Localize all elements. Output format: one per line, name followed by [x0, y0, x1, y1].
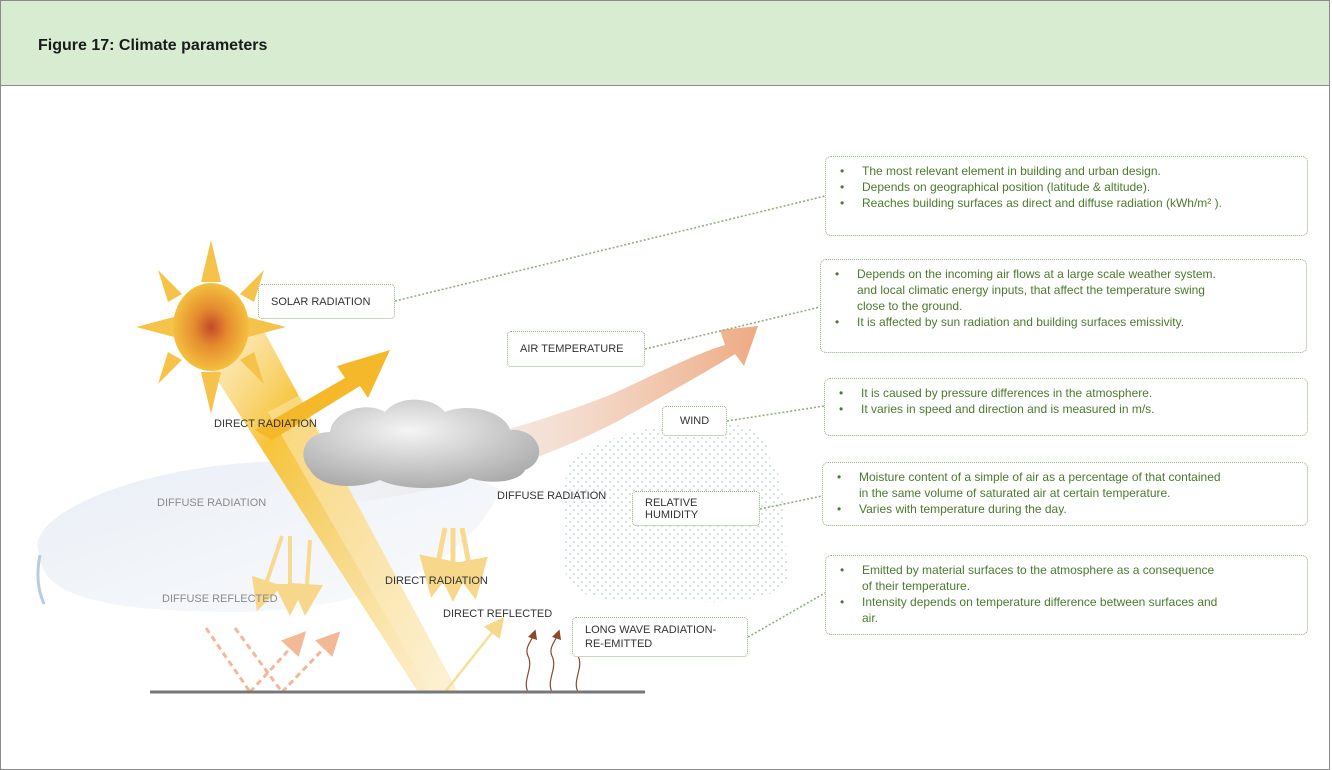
info-solar-item: The most relevant element in building an… [836, 163, 1297, 179]
reflected-arrow-up [255, 350, 390, 440]
info-humidity-item: Moisture content of a simple of air as a… [833, 469, 1297, 485]
info-air-item: Depends on the incoming air flows at a l… [831, 266, 1296, 282]
diffuse-reflected-arrows [204, 627, 341, 694]
info-solar-item: Depends on geographical position (latitu… [836, 179, 1297, 195]
label-air-temperature: AIR TEMPERATURE [507, 331, 645, 367]
label-wind: WIND [662, 406, 727, 436]
diffuse-arrows-cloud [419, 527, 488, 602]
sun-icon [136, 240, 286, 414]
info-humidity-item: in the same volume of saturated air at c… [859, 486, 1171, 500]
label-diffuse-radiation-left: DIFFUSE RADIATION [157, 497, 267, 509]
label-diffuse-radiation-right: DIFFUSE RADIATION [497, 490, 607, 502]
info-box-air-temperature: Depends on the incoming air flows at a l… [820, 259, 1307, 353]
label-direct-radiation-bottom: DIRECT RADIATION [385, 575, 488, 587]
connectors [394, 195, 826, 638]
figure-header: Figure 17: Climate parameters [1, 1, 1329, 86]
info-box-humidity: Moisture content of a simple of air as a… [822, 462, 1308, 526]
info-solar-item: Reaches building surfaces as direct and … [836, 195, 1297, 211]
diffuse-arrows-left [251, 535, 324, 616]
label-long-wave-radiation: LONG WAVE RADIATION- RE-EMITTED [572, 617, 748, 657]
label-relative-humidity: RELATIVE HUMIDITY [632, 491, 760, 526]
info-wind-item: It varies in speed and direction and is … [835, 401, 1297, 417]
info-humidity-item: Varies with temperature during the day. [833, 501, 1297, 517]
climate-diagram [36, 195, 826, 694]
info-air-item: close to the ground. [857, 299, 963, 313]
cloud-icon [303, 399, 540, 488]
label-direct-radiation-top: DIRECT RADIATION [214, 418, 317, 430]
info-longwave-item: Emitted by material surfaces to the atmo… [836, 562, 1297, 578]
label-solar-radiation: SOLAR RADIATION [258, 284, 395, 319]
info-air-item: and local climatic energy inputs, that a… [857, 283, 1205, 297]
info-wind-item: It is caused by pressure differences in … [835, 385, 1297, 401]
info-air-item: It is affected by sun radiation and buil… [831, 314, 1296, 330]
info-longwave-item: air. [862, 611, 879, 625]
info-longwave-item: Intensity depends on temperature differe… [836, 594, 1297, 610]
label-diffuse-reflected: DIFFUSE REFLECTED [162, 593, 278, 605]
info-box-long-wave: Emitted by material surfaces to the atmo… [825, 555, 1308, 635]
info-box-solar: The most relevant element in building an… [825, 156, 1308, 236]
info-longwave-item: of their temperature. [862, 579, 971, 593]
label-direct-reflected: DIRECT REFLECTED [443, 608, 553, 620]
figure-title: Figure 17: Climate parameters [38, 37, 268, 54]
info-box-wind: It is caused by pressure differences in … [824, 378, 1308, 436]
